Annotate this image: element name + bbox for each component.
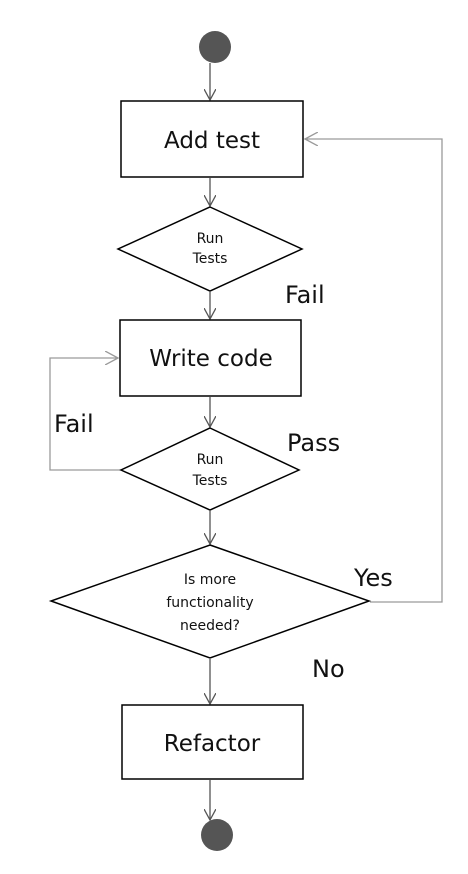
write-code-box (119, 319, 302, 397)
run-tests-1-line-1: Run (197, 231, 224, 247)
loop-yes-to-add-test (305, 139, 443, 603)
run-tests-2-line-2: Tests (192, 473, 228, 489)
edge-label-yes: Yes (353, 564, 393, 592)
more-functionality-line-3: needed? (180, 618, 240, 634)
loop-fail-to-write-code (49, 358, 122, 471)
more-functionality-line-2: functionality (166, 595, 253, 611)
run-tests-1-line-2: Tests (192, 251, 228, 267)
more-functionality-line-1: Is more (184, 572, 236, 588)
refactor-label: Refactor (164, 731, 261, 757)
more-functionality-decision (48, 544, 372, 659)
refactor-box (121, 704, 304, 780)
run-tests-2-line-1: Run (197, 452, 224, 468)
edge-label-fail-2: Fail (54, 410, 94, 438)
start-node (199, 31, 231, 63)
run-tests-decision-2 (119, 427, 301, 511)
edge-label-pass: Pass (287, 429, 340, 457)
add-test-label: Add test (164, 128, 260, 154)
end-node (201, 819, 233, 851)
write-code-label: Write code (149, 346, 273, 372)
add-test-box (120, 100, 304, 178)
edge-label-fail-1: Fail (285, 281, 325, 309)
edge-label-no: No (312, 655, 345, 683)
run-tests-decision-1 (116, 206, 304, 292)
